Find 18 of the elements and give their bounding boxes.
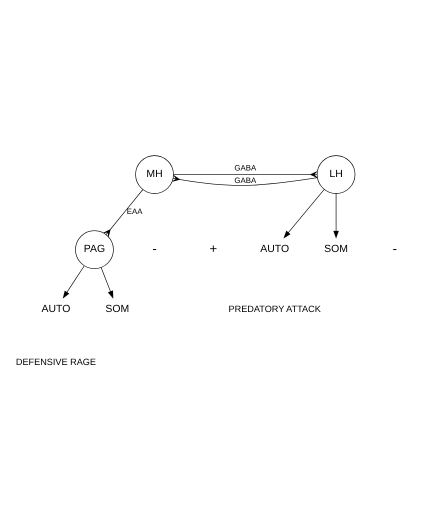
node-text: SOM: [324, 244, 348, 256]
node-text: AUTO: [260, 244, 290, 256]
arrow: [62, 265, 85, 299]
connector: [104, 189, 144, 237]
label: DEFENSIVE RAGE: [16, 357, 96, 368]
arrow: [100, 267, 114, 299]
node-text: AUTO: [42, 304, 70, 316]
arrow: [333, 193, 339, 239]
node-circle: LH: [316, 155, 356, 194]
node-circle: MH: [135, 155, 174, 194]
connector: [173, 171, 318, 178]
label: -: [392, 240, 398, 256]
label: +: [209, 240, 218, 256]
label: -: [152, 240, 157, 256]
label: PREDATORY ATTACK: [228, 304, 321, 314]
connector: [172, 175, 318, 186]
node-text: SOM: [105, 304, 130, 316]
arrow: [283, 189, 325, 238]
